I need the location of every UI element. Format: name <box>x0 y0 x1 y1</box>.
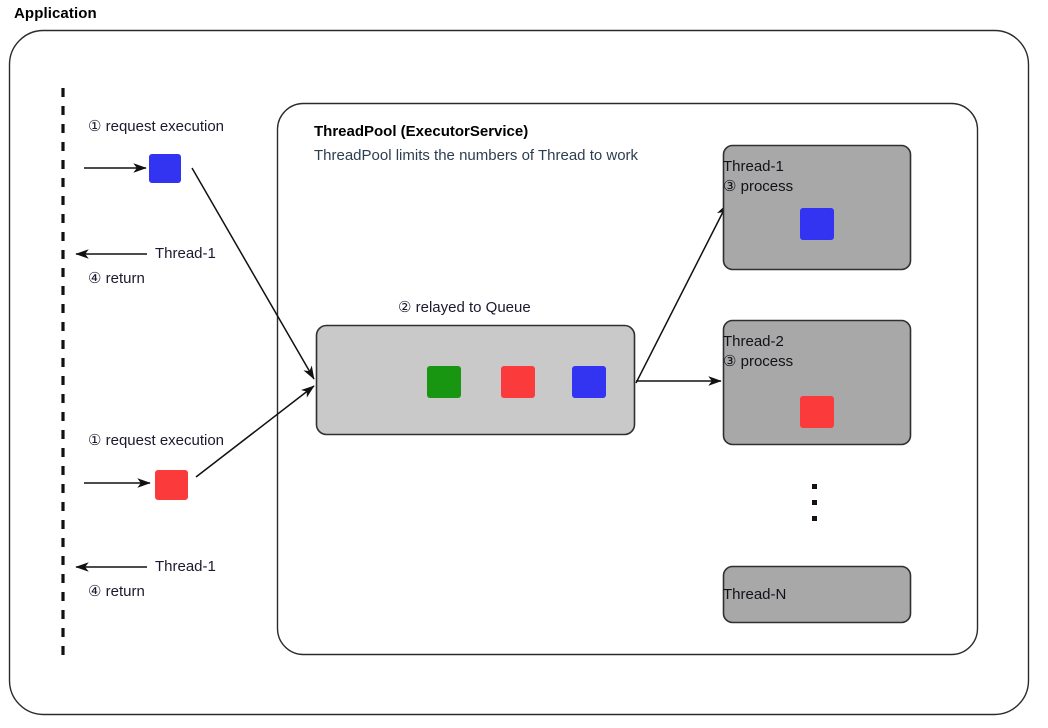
thread-1-action: ③ process <box>723 178 794 195</box>
thread-2-task-square <box>800 396 834 428</box>
queue-caption: ② relayed to Queue <box>398 299 531 316</box>
queue-task-green <box>427 366 461 398</box>
page-title: Application <box>14 5 97 22</box>
thread-1-name: Thread-1 <box>723 158 784 175</box>
vertical-ellipsis-icon <box>812 484 818 524</box>
thread-2-action: ③ process <box>723 353 794 370</box>
return-label-1: ④ return <box>88 270 145 287</box>
client-task-square-red <box>155 470 188 500</box>
threadpool-subtitle: ThreadPool limits the numbers of Thread … <box>314 147 639 164</box>
thread-1-task-square <box>800 208 834 240</box>
thread-2-name: Thread-2 <box>723 333 784 350</box>
request-execution-label-1: ① request execution <box>88 118 225 135</box>
client-task-square-blue <box>149 154 181 183</box>
return-label-2: ④ return <box>88 583 145 600</box>
return-thread-label-1: Thread-1 <box>155 245 216 262</box>
queue-task-blue <box>572 366 606 398</box>
arrow-enqueue-1 <box>191 167 315 380</box>
request-execution-label-2: ① request execution <box>88 432 225 449</box>
queue-task-red <box>501 366 535 398</box>
thread-n-name: Thread-N <box>723 586 787 603</box>
return-thread-label-2: Thread-1 <box>155 558 216 575</box>
threadpool-title: ThreadPool (ExecutorService) <box>314 123 529 140</box>
arrow-dispatch-thread-1 <box>635 203 728 384</box>
